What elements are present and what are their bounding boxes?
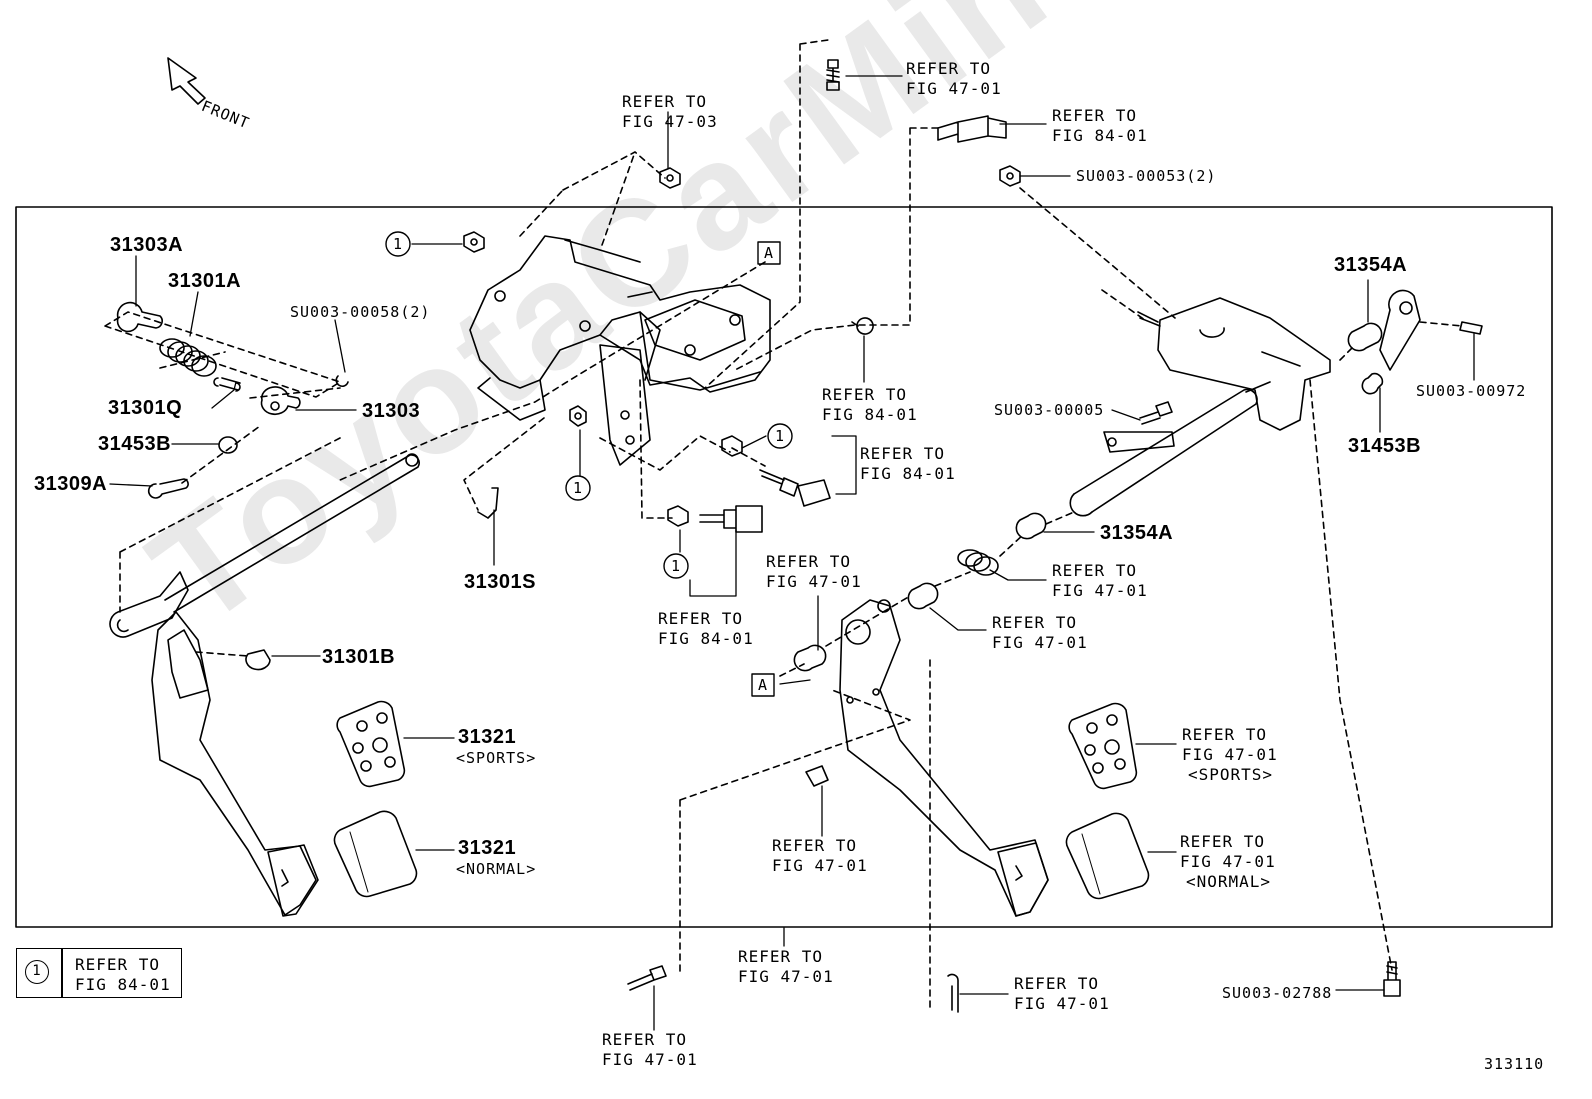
pedal-pad-sports-left [336,700,406,788]
part-31301S[interactable]: 31301S [464,571,536,593]
pedal-support-bracket [469,235,771,466]
part-31321-normal[interactable]: 31321 [458,837,517,859]
nut-icon-right [999,165,1021,187]
switch-connector-top [937,115,1007,143]
marker-1: 1 [573,479,584,497]
variant-sports: <SPORTS> [456,749,537,767]
stop-cushion-icon [805,765,829,787]
part-31453B-left[interactable]: 31453B [98,433,172,455]
bolt-icon-bottom [627,965,667,991]
marker-a: A [758,676,769,694]
clutch-pedal-arm [151,611,319,917]
part-31309A[interactable]: 31309A [34,473,108,495]
part-31301B[interactable]: 31301B [322,646,396,668]
spring-icon [159,338,217,377]
stopper-cushion-icon [195,649,271,671]
nut-icon-lower [569,405,587,427]
variant-normal: <NORMAL> [456,860,537,878]
clip-icon-bottom [947,973,959,1013]
clip-icon [851,317,874,335]
part-31321-sports[interactable]: 31321 [458,726,517,748]
bolt-icon-su2788 [1383,961,1401,997]
bolt-icon-mid-right [1139,401,1173,425]
part-su003-00053[interactable]: SU003-00053(2) [1076,167,1217,185]
part-su003-00058[interactable]: SU003-00058(2) [290,303,431,321]
part-31303A[interactable]: 31303A [110,234,184,256]
bolt-icon-top [826,59,840,91]
part-31301Q[interactable]: 31301Q [108,397,183,419]
turnover-lever-icon [1379,289,1483,371]
rivet-icon-31301S [477,487,499,519]
nut-icon-left [463,231,485,253]
marker-1: 1 [671,557,682,575]
part-31453B-right[interactable]: 31453B [1348,435,1422,457]
clutch-pedal-shaft [109,437,420,638]
part-31303[interactable]: 31303 [362,400,421,422]
switch-connector-low [699,505,763,533]
dashed-guides [339,39,1463,1011]
marker-1: 1 [775,427,786,445]
marker-a: A [764,244,775,262]
brake-pedal-arm [839,599,1049,917]
brake-pedal-shaft [1069,381,1271,517]
pedal-pad-sports-right [1068,702,1138,790]
legend-divider [61,949,63,997]
part-31354A-top[interactable]: 31354A [1334,254,1408,276]
boxed-a-markers [751,241,781,697]
marker-1: 1 [393,235,404,253]
nut-icon-switch [667,435,743,527]
diagram-frame [15,206,1553,928]
return-spring-icon [957,549,999,576]
bushing-icon-brake [793,582,939,672]
nut-icon-top [659,167,681,189]
brake-pedal-support [1103,297,1331,453]
bushing-icon-right [1015,322,1384,540]
legend-symbol: 1 [25,960,49,984]
part-su003-02788[interactable]: SU003-02788 [1222,984,1333,1002]
pedal-pad-normal-right [1065,812,1150,900]
switch-connector-mid [759,469,831,507]
part-su003-00972[interactable]: SU003-00972 [1416,382,1527,400]
clutch-master-rod-group [104,301,349,499]
part-su003-00005[interactable]: SU003-00005 [994,401,1105,419]
front-arrow-icon [167,57,206,105]
part-31301A[interactable]: 31301A [168,270,242,292]
pedal-pad-normal-left [333,810,418,898]
figure-number: 313110 [1484,1055,1545,1073]
part-31354A-mid[interactable]: 31354A [1100,522,1174,544]
circled-1-markers [385,231,793,579]
leader-lines [109,75,1475,1031]
